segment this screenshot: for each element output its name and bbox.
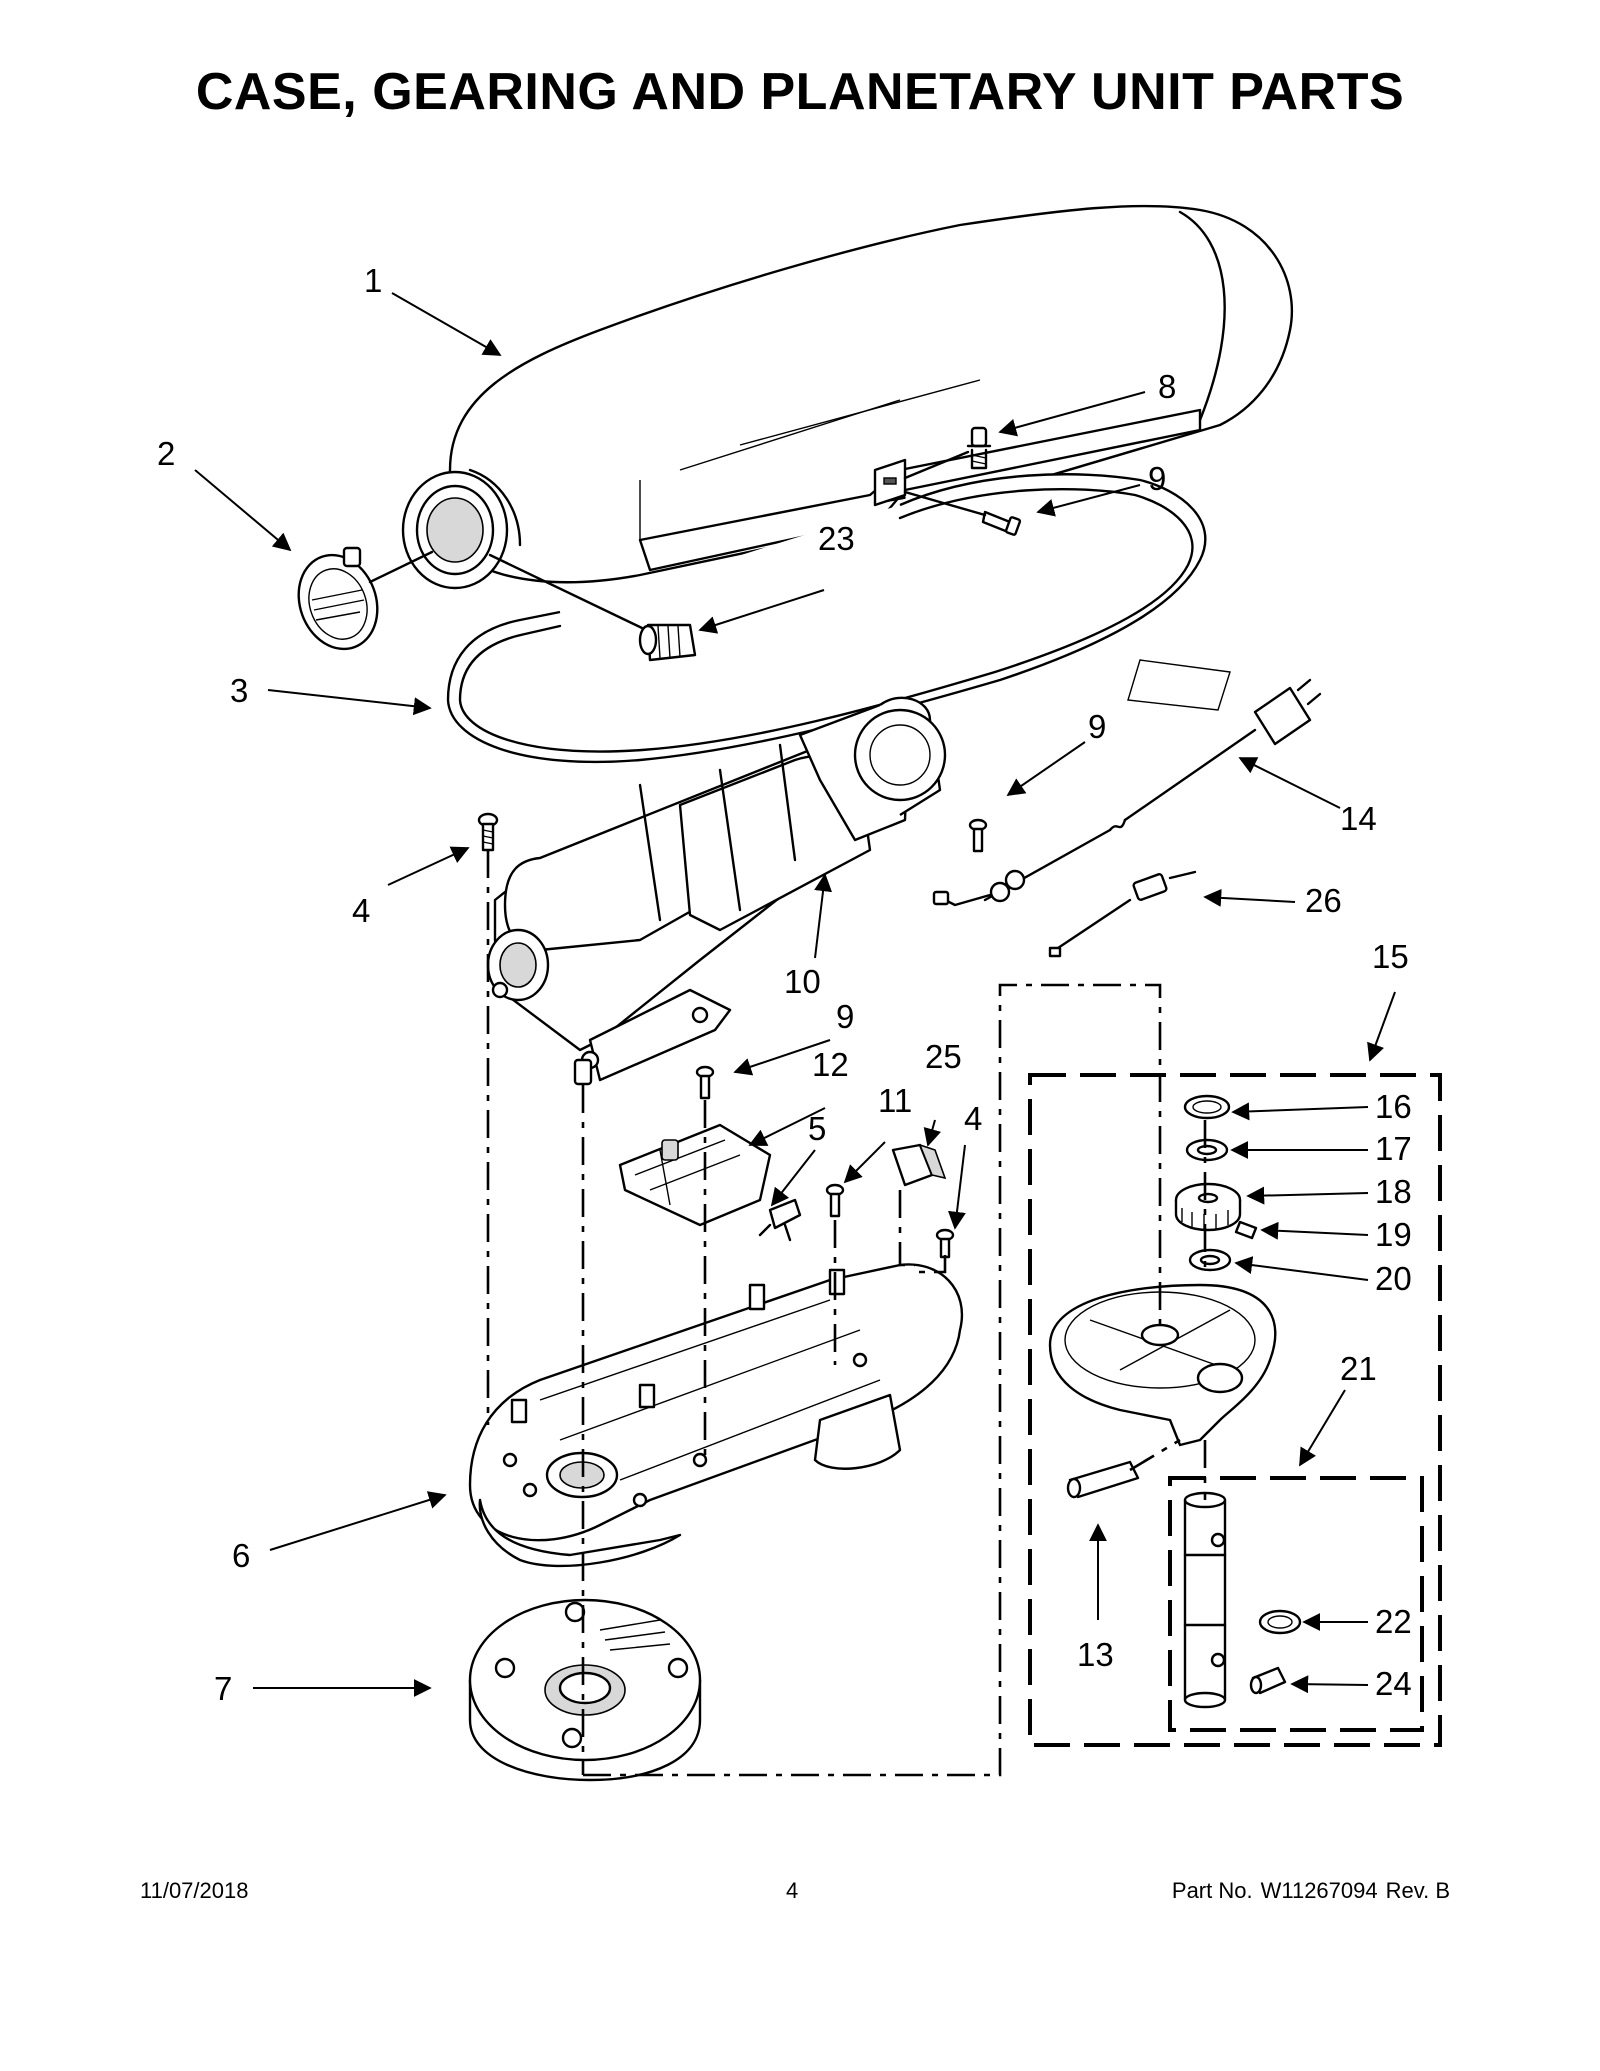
screw-11 — [825, 1183, 845, 1218]
callout-9-top: 9 — [1148, 460, 1166, 497]
washer-20 — [1188, 1248, 1232, 1272]
screw-9-top — [981, 510, 1022, 536]
power-cord — [932, 659, 1322, 907]
screw-4-left — [477, 812, 499, 852]
hub-cover — [297, 546, 434, 651]
base-housing — [468, 1263, 964, 1568]
shaft-21 — [1183, 1491, 1227, 1709]
part-number: W11267094 — [1260, 1878, 1378, 1903]
gear-housing — [468, 1598, 702, 1782]
callout-24: 24 — [1375, 1665, 1412, 1702]
footer-page-number: 4 — [786, 1878, 799, 1903]
wire-harness — [1048, 870, 1197, 958]
callout-18: 18 — [1375, 1173, 1412, 1210]
callout-26: 26 — [1305, 882, 1342, 919]
callout-8: 8 — [1158, 368, 1176, 405]
callout-21: 21 — [1340, 1350, 1377, 1387]
screw-8 — [966, 426, 992, 470]
callout-17: 17 — [1375, 1130, 1412, 1167]
gear-18 — [1174, 1182, 1242, 1232]
cap-25 — [891, 1143, 947, 1187]
shaft-assembly-box — [1168, 1476, 1424, 1732]
leader-arrows — [194, 292, 1396, 1697]
callout-4-left: 4 — [352, 892, 370, 929]
assembly-lines — [486, 850, 1207, 1777]
bracket-9 — [873, 458, 907, 507]
screw-9-board — [695, 1065, 715, 1100]
callout-16: 16 — [1375, 1088, 1412, 1125]
revision: Rev. B — [1385, 1878, 1450, 1903]
planetary-carrier — [1048, 1283, 1277, 1447]
pin-19 — [1234, 1220, 1258, 1240]
motor-case — [486, 696, 947, 1086]
callout-1: 1 — [364, 262, 382, 299]
callout-19: 19 — [1375, 1216, 1412, 1253]
trim-band — [446, 473, 1207, 764]
retaining-ring-16 — [1183, 1094, 1231, 1120]
part-label: Part No. — [1171, 1878, 1253, 1903]
callout-20: 20 — [1375, 1260, 1412, 1297]
callout-13: 13 — [1077, 1636, 1114, 1673]
callout-23: 23 — [818, 520, 855, 557]
callout-4-right: 4 — [964, 1100, 982, 1137]
callout-3: 3 — [230, 672, 248, 709]
footer-date: 11/07/2018 — [140, 1878, 249, 1903]
callout-9-cord: 9 — [1088, 708, 1106, 745]
callout-9-board: 9 — [836, 998, 854, 1035]
callout-10: 10 — [784, 963, 821, 1000]
switch-5 — [758, 1198, 802, 1242]
page-title: CASE, GEARING AND PLANETARY UNIT PARTS — [195, 63, 1405, 121]
footer-part-info: Part No. W11267094 Rev. B — [1164, 1878, 1450, 1904]
callout-12: 12 — [812, 1046, 849, 1083]
callout-14: 14 — [1340, 800, 1377, 837]
callout-6: 6 — [232, 1537, 250, 1574]
callout-15: 15 — [1372, 938, 1409, 975]
callout-2: 2 — [157, 435, 175, 472]
control-board — [618, 1123, 772, 1227]
washer-17 — [1185, 1138, 1229, 1162]
screw-9-cord — [968, 818, 988, 853]
callout-5: 5 — [808, 1110, 826, 1147]
ring-22 — [1258, 1609, 1302, 1635]
callout-11: 11 — [878, 1082, 912, 1119]
pin-13 — [1066, 1460, 1140, 1499]
callout-25: 25 — [925, 1038, 962, 1075]
screw-4-right — [935, 1228, 955, 1259]
planetary-unit-box — [1028, 1073, 1442, 1747]
callout-7: 7 — [214, 1670, 232, 1707]
callout-22: 22 — [1375, 1603, 1412, 1640]
callout-labels: 1 2 3 4 4 5 6 7 8 9 9 9 10 11 12 13 14 1… — [157, 262, 1412, 1707]
pin-24 — [1249, 1666, 1287, 1695]
locking-knob — [488, 553, 697, 662]
